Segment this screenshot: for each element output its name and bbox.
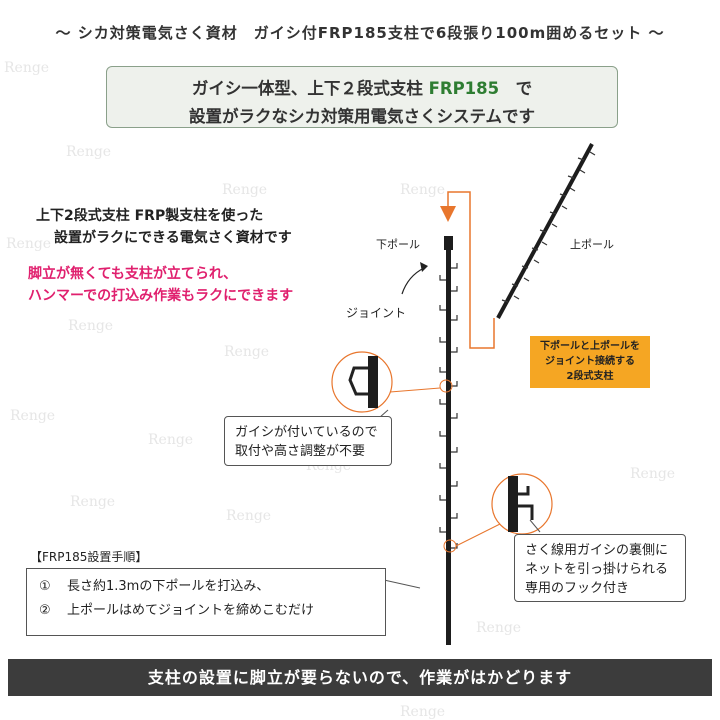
watermark: Renge — [70, 494, 116, 510]
watermark: Renge — [224, 344, 270, 360]
watermark: Renge — [226, 508, 272, 524]
watermark: Renge — [68, 318, 114, 334]
insulator-callout: ガイシが付いているので 取付や高さ調整が不要 — [224, 416, 392, 466]
curved-pointer-icon — [401, 267, 425, 295]
orange-note-line: ジョイント接続する — [545, 356, 635, 367]
watermark: Renge — [148, 432, 194, 448]
joint-label: ジョイント — [346, 306, 407, 320]
lower-pole-label: 下ポール — [376, 238, 420, 251]
step-item: ② 上ポールはめてジョイントを締めこむだけ — [39, 599, 373, 623]
description: 上下2段式支柱 FRP製支柱を使った 設置がラクにできる電気さく資材です — [36, 205, 292, 249]
watermark: Renge — [10, 408, 56, 424]
watermark: Renge — [222, 182, 268, 198]
callout-line: さく線用ガイシの裏側に — [525, 543, 669, 558]
step-text: 上ポールはめてジョイントを締めこむだけ — [67, 603, 315, 618]
step-item: ① 長さ約1.3mの下ポールを打込み、 — [39, 575, 373, 599]
steps-title: 【FRP185設置手順】 — [30, 550, 148, 564]
watermark: Renge — [476, 620, 522, 636]
lower-pole — [439, 236, 458, 645]
watermark: Renge — [630, 466, 676, 482]
highlight-description: 脚立が無くても支柱が立てられ、 ハンマーでの打込み作業もラクにできます — [28, 263, 293, 307]
description-line: 脚立が無くても支柱が立てられ、 — [28, 266, 238, 282]
hero-text: で — [499, 79, 533, 98]
description-line: 設置がラクにできる電気さく資材です — [54, 230, 292, 246]
hero-highlight: FRP185 — [428, 79, 500, 98]
watermark: Renge — [66, 144, 112, 160]
orange-note: 下ポールと上ポールを ジョイント接続する 2段式支柱 — [530, 336, 650, 388]
orange-note-line: 下ポールと上ポールを — [540, 341, 640, 352]
upper-pole — [496, 143, 596, 319]
watermark: Renge — [400, 182, 446, 198]
bottom-banner: 支柱の設置に脚立が要らないので、作業がはかどります — [8, 659, 712, 696]
hero-text: 設置がラクなシカ対策用電気さくシステムです — [188, 107, 535, 126]
description-line: ハンマーでの打込み作業もラクにできます — [28, 288, 294, 304]
watermark: Renge — [6, 236, 52, 252]
hero-text: ガイシ一体型、上下２段式支柱 — [191, 79, 429, 98]
watermark: Renge — [400, 704, 446, 720]
orange-arrow-icon — [440, 191, 495, 349]
hook-callout: さく線用ガイシの裏側に ネットを引っ掛けられる 専用のフック付き — [514, 534, 686, 602]
hero-box: ガイシ一体型、上下２段式支柱 FRP185 で 設置がラクなシカ対策用電気さくシ… — [106, 66, 618, 128]
upper-pole-label: 上ポール — [570, 238, 614, 251]
description-line: 上下2段式支柱 FRP製支柱を使った — [36, 208, 264, 224]
callout-line: 専用のフック付き — [525, 581, 630, 596]
callout-line: 取付や高さ調整が不要 — [235, 444, 366, 459]
step-text: 長さ約1.3mの下ポールを打込み、 — [67, 579, 270, 594]
callout-line: ネットを引っ掛けられる — [525, 562, 669, 577]
page-title: 〜 シカ対策電気さく資材 ガイシ付FRP185支柱で6段張り100m囲めるセット… — [55, 24, 665, 42]
callout-line: ガイシが付いているので — [235, 425, 378, 440]
insulator-zoom-icon — [331, 351, 441, 413]
watermark: Renge — [4, 60, 50, 76]
orange-note-line: 2段式支柱 — [566, 371, 614, 382]
hook-zoom-icon — [455, 473, 553, 547]
step-number: ① — [39, 579, 51, 594]
steps-box: ① 長さ約1.3mの下ポールを打込み、 ② 上ポールはめてジョイントを締めこむだけ — [26, 568, 386, 636]
step-number: ② — [39, 603, 51, 618]
